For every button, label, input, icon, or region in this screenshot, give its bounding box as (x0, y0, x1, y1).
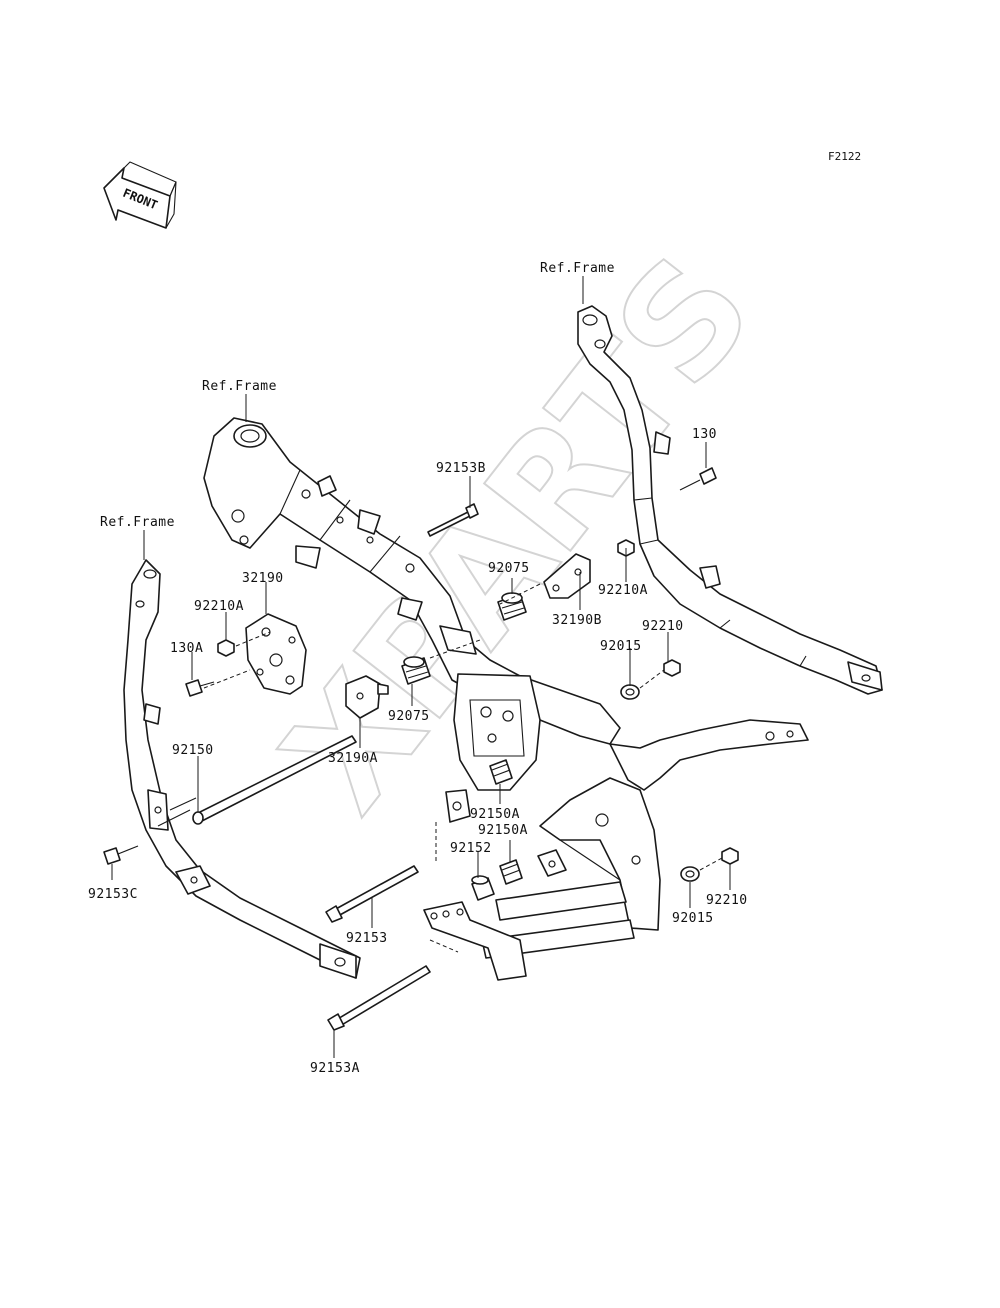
bolt-92153 (325, 865, 419, 923)
label-130a: 130A (170, 641, 203, 656)
collar-92150a-upper (489, 759, 513, 785)
label-ref-frame-top: Ref.Frame (540, 261, 615, 276)
bolt-130a (185, 679, 215, 697)
label-92210a-left: 92210A (194, 599, 244, 614)
label-92015-bottom: 92015 (672, 911, 714, 926)
engine-mount-bracket (445, 673, 541, 823)
label-92150a-b: 92150A (478, 823, 528, 838)
nut-92210-bottom (721, 847, 739, 865)
damper-92015-top (620, 684, 640, 700)
diagram-code: F2122 (828, 150, 861, 163)
label-92210-top: 92210 (642, 619, 684, 634)
label-92153a: 92153A (310, 1061, 360, 1076)
lower-cradle-right (539, 719, 809, 931)
left-frame-rail (123, 559, 361, 979)
label-ref-frame-left: Ref.Frame (100, 515, 175, 530)
label-92075-mid: 92075 (388, 709, 430, 724)
label-92153: 92153 (346, 931, 388, 946)
label-92150a-a: 92150A (470, 807, 520, 822)
front-arrow-icon: FRONT (103, 161, 177, 229)
bolt-92153b (427, 503, 479, 537)
part-labels: Ref.Frame Ref.Frame Ref.Frame 130 92153B… (88, 261, 748, 1076)
nut-92210a-left (217, 639, 235, 657)
bracket-32190b (543, 553, 591, 599)
label-92210-bottom: 92210 (706, 893, 748, 908)
nut-92210-top (663, 659, 681, 677)
label-130: 130 (692, 427, 717, 442)
label-92153b: 92153B (436, 461, 486, 476)
bracket-32190a (345, 675, 389, 719)
rubber-mount-92075-mid (401, 656, 431, 685)
bolt-130 (679, 467, 717, 491)
damper-92015-bottom (680, 866, 700, 882)
main-frame-backbone (203, 417, 621, 745)
label-32190a: 32190A (328, 751, 378, 766)
bracket-plate-32190 (245, 613, 307, 695)
label-92153c: 92153C (88, 887, 138, 902)
label-ref-frame-mid: Ref.Frame (202, 379, 277, 394)
label-92150: 92150 (172, 743, 214, 758)
leader-lines (111, 276, 731, 1058)
label-92015-top: 92015 (600, 639, 642, 654)
label-92152: 92152 (450, 841, 492, 856)
lower-cross-tubes (423, 849, 635, 981)
label-32190b: 32190B (552, 613, 602, 628)
spacer-92152 (471, 875, 495, 901)
bolt-92153c (103, 845, 139, 865)
bolt-92153a (327, 965, 431, 1031)
label-92210a-right: 92210A (598, 583, 648, 598)
right-frame-rail (577, 305, 883, 695)
label-32190: 32190 (242, 571, 284, 586)
collar-92150a-lower (499, 859, 523, 885)
label-92075-top: 92075 (488, 561, 530, 576)
shaft-92150 (157, 735, 357, 827)
